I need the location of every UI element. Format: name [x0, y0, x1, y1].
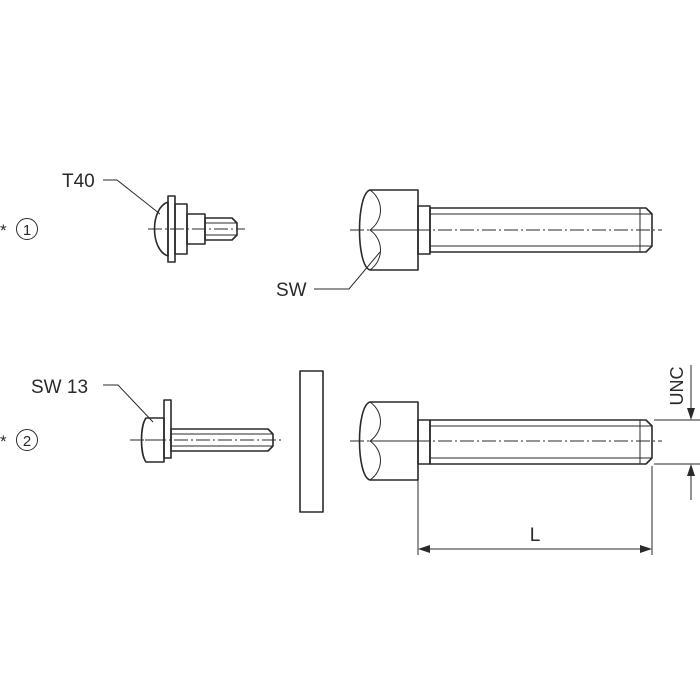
variant-1-marker: * 1 — [0, 218, 38, 240]
t40-leader-line — [103, 179, 161, 215]
length-arrow-right — [640, 545, 652, 553]
t40-callout: T40 — [62, 171, 161, 215]
flange-screw-hex-head — [140, 417, 165, 463]
thread-label: UNC — [667, 367, 687, 406]
t40-label: T40 — [62, 171, 95, 192]
variant-2-asterisk: * — [0, 432, 7, 451]
hex-bolt-top — [350, 189, 662, 271]
torx-screw — [148, 195, 245, 263]
sw13-callout: SW 13 — [31, 377, 154, 423]
variant-2-number-circle — [16, 429, 38, 451]
hex-bolt-bottom — [350, 401, 662, 481]
sw13-label: SW 13 — [31, 377, 88, 398]
variant-2-marker: * 2 — [0, 429, 38, 451]
hex-bolt-top-head — [358, 189, 419, 271]
variant-2: * 2 SW 13 — [0, 365, 700, 555]
length-dimension: L — [417, 466, 653, 555]
hex-bolt-bottom-shank — [429, 419, 653, 465]
flange-screw — [130, 399, 282, 463]
hex-bolt-bottom-collar — [417, 419, 431, 465]
variant-2-number: 2 — [23, 433, 31, 450]
variant-1-number: 1 — [23, 222, 31, 239]
thread-arrow-top — [687, 408, 695, 420]
thread-arrow-bottom — [687, 464, 695, 476]
variant-1-number-circle — [16, 218, 38, 240]
variant-1: * 1 T40 — [0, 171, 662, 301]
sw-callout: SW — [276, 251, 381, 301]
thread-dimension: UNC — [654, 365, 700, 500]
sw-label: SW — [276, 280, 307, 301]
length-label: L — [530, 525, 541, 546]
length-arrow-left — [418, 545, 430, 553]
variant-1-asterisk: * — [0, 221, 7, 240]
spacer-plate — [299, 370, 324, 513]
sw13-leader-line — [103, 384, 154, 423]
flange-screw-flange — [163, 399, 172, 459]
hex-bolt-bottom-head — [358, 401, 419, 481]
sw-leader-line — [314, 251, 381, 290]
